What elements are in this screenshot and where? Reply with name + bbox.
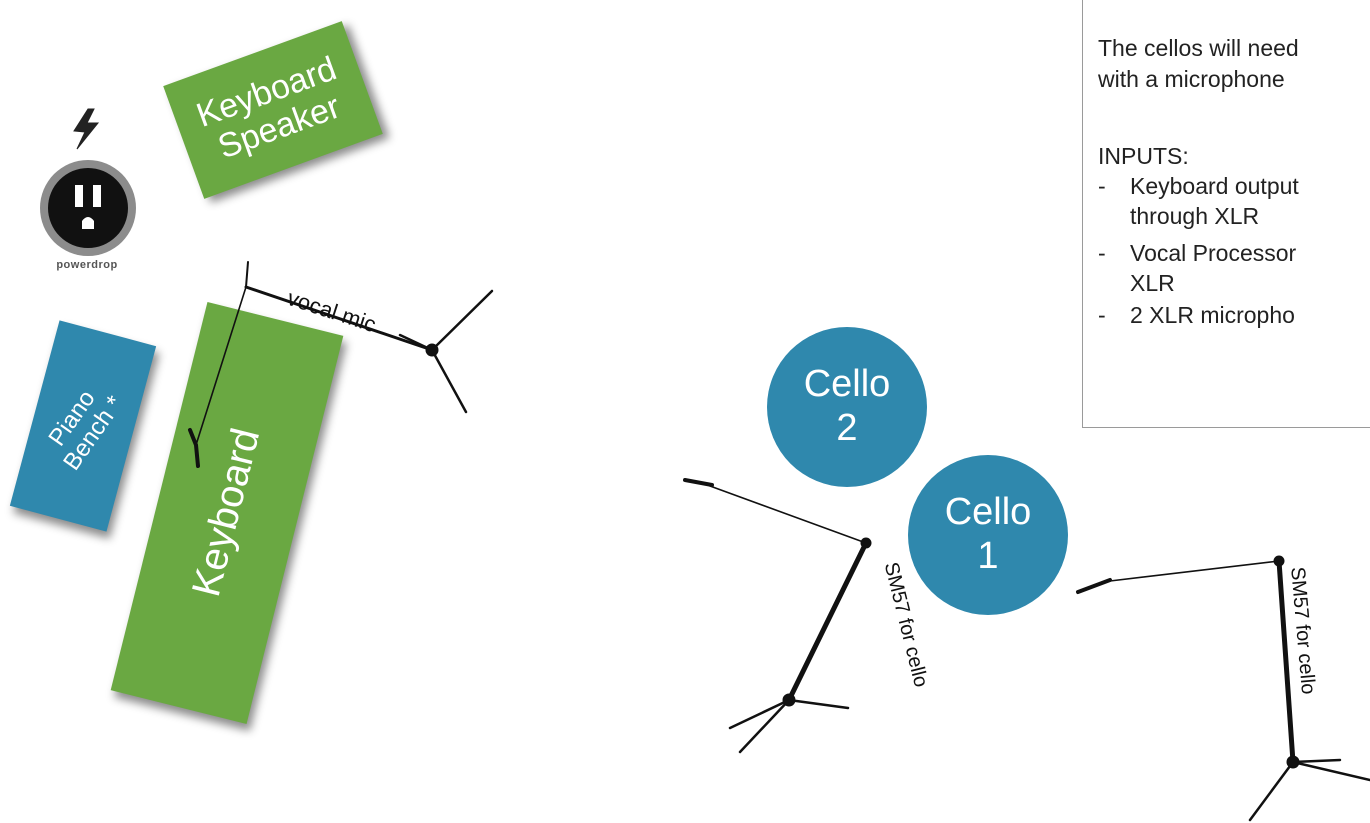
sm57-label-2: SM57 for cello	[1286, 566, 1320, 696]
notes-intro-line-2: with a microphone	[1098, 66, 1285, 92]
bullet-dash: -	[1098, 173, 1106, 199]
bullet-2-line-2: XLR	[1130, 270, 1175, 296]
lightning-icon	[73, 108, 100, 150]
bullet-dash: -	[1098, 302, 1106, 328]
bullet-1-line-2: through XLR	[1130, 203, 1260, 229]
cello-2-circle: Cello 2	[767, 327, 927, 487]
bullet-3-line-1: 2 XLR micropho	[1130, 302, 1295, 328]
power-outlet-icon	[40, 160, 136, 256]
keyboard-label: Keyboard	[184, 424, 269, 602]
bullet-dash: -	[1098, 240, 1106, 266]
inputs-heading: INPUTS:	[1098, 143, 1189, 169]
cello-1-label-1: Cello	[944, 491, 1032, 534]
notes-box: The cellos will need with a microphone I…	[1082, 0, 1370, 428]
notes-intro-line-1: The cellos will need	[1098, 35, 1299, 61]
bullet-2-line-1: Vocal Processor	[1130, 240, 1297, 266]
piano-bench-box: Piano Bench *	[9, 320, 157, 532]
bullet-1-line-1: Keyboard output	[1130, 173, 1299, 199]
sm57-stand-2	[1076, 555, 1370, 822]
power-drop: powerdrop	[28, 105, 143, 285]
cello-1-circle: Cello 1	[908, 455, 1068, 615]
cello-2-label-2: 2	[836, 407, 858, 449]
keyboard-speaker-box: Keyboard Speaker	[163, 21, 383, 199]
sm57-stand-1	[683, 478, 872, 754]
cello-1-label-2: 1	[977, 535, 999, 577]
power-drop-label: powerdrop	[56, 259, 118, 271]
cello-2-label-1: Cello	[803, 363, 891, 406]
